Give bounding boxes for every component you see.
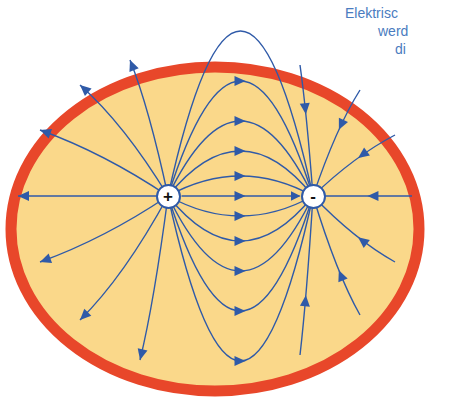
positive-charge: + — [156, 184, 181, 209]
field-arrowhead — [235, 236, 246, 246]
field-arrowhead — [339, 118, 348, 130]
field-arrowhead — [235, 146, 246, 156]
field-line — [313, 196, 395, 262]
field-line — [168, 196, 313, 216]
field-arrowhead — [235, 266, 246, 276]
field-arrowhead — [80, 309, 91, 320]
field-axis-line — [182, 195, 300, 196]
field-arrowhead — [138, 348, 148, 360]
field-line — [313, 196, 360, 315]
field-arrowhead — [300, 295, 310, 306]
field-line — [18, 195, 168, 196]
field-arrowhead — [235, 356, 246, 366]
field-arrows — [18, 60, 378, 366]
field-arrowhead — [18, 191, 29, 201]
field-line — [313, 90, 360, 196]
field-arrowhead — [235, 211, 246, 221]
caption-fragment: werd — [378, 22, 408, 40]
negative-charge: - — [301, 184, 326, 209]
field-arrowhead — [358, 147, 370, 157]
field-line — [168, 196, 313, 271]
field-arrowhead — [235, 116, 246, 126]
field-line — [168, 176, 313, 196]
field-region — [11, 67, 419, 391]
field-line — [168, 31, 313, 196]
field-arrowhead — [129, 60, 138, 72]
field-line — [130, 60, 168, 196]
field-line — [80, 196, 168, 320]
charge-sign: + — [163, 188, 173, 205]
field-arrowhead — [338, 270, 347, 282]
field-line — [313, 195, 412, 196]
field-arrowhead — [40, 254, 52, 263]
charge-sign: - — [310, 188, 316, 205]
caption-fragment: Elektrisc — [345, 4, 398, 22]
field-line — [40, 130, 168, 196]
field-lines — [18, 31, 412, 361]
field-line — [300, 65, 313, 196]
field-line — [168, 81, 313, 196]
field-arrowhead — [358, 237, 370, 248]
field-line — [140, 196, 168, 360]
field-arrowhead — [235, 306, 246, 316]
field-arrowhead — [300, 103, 310, 114]
caption-fragment: di — [395, 40, 406, 58]
field-line — [168, 196, 313, 361]
field-line — [313, 135, 395, 196]
field-line — [168, 121, 313, 196]
field-arrowhead — [367, 191, 378, 201]
field-arrowhead — [235, 171, 246, 181]
field-arrowhead — [235, 76, 246, 86]
field-arrowhead — [80, 85, 92, 96]
field-line — [168, 196, 313, 311]
field-line — [300, 196, 313, 355]
field-arrowhead — [40, 129, 52, 138]
